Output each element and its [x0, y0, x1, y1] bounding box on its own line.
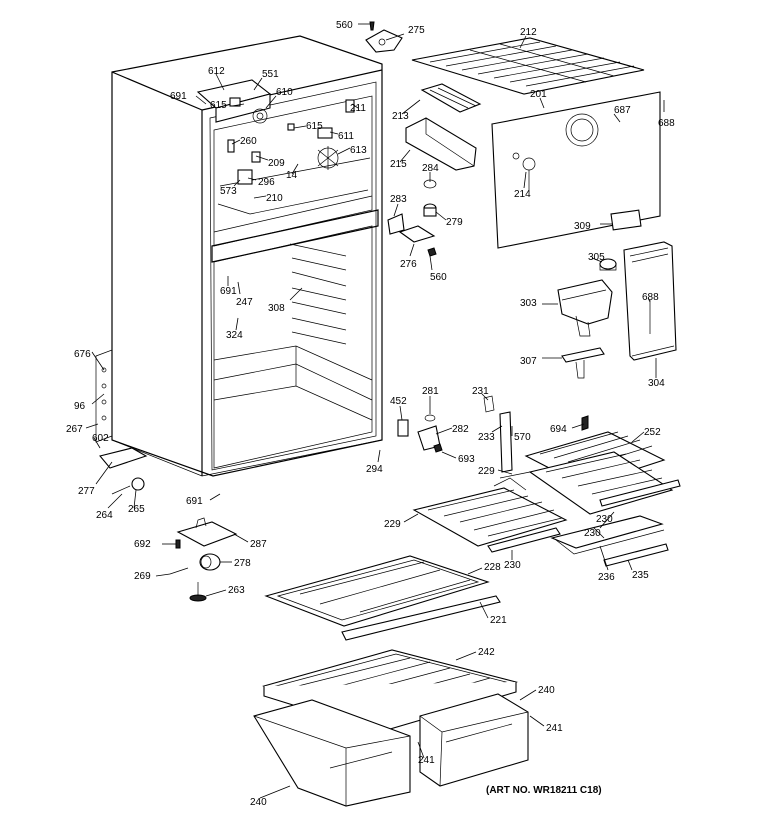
- control-knob: [599, 258, 617, 271]
- label-209: 209: [268, 158, 285, 169]
- bracket-307: [561, 347, 605, 379]
- label-615-a: 615: [210, 100, 227, 111]
- label-287: 287: [250, 539, 267, 550]
- label-276: 276: [400, 259, 417, 270]
- lower-parts: [99, 447, 238, 602]
- label-229-a: 229: [478, 466, 495, 477]
- label-611: 611: [338, 131, 354, 142]
- label-305: 305: [588, 252, 605, 263]
- label-303: 303: [520, 298, 537, 309]
- label-264: 264: [96, 510, 113, 521]
- label-229-b: 229: [384, 519, 401, 530]
- label-252: 252: [644, 427, 661, 438]
- label-214: 214: [514, 189, 531, 200]
- freezer-shelf: [411, 37, 645, 95]
- label-240-left: 240: [250, 797, 267, 808]
- label-452: 452: [390, 396, 407, 407]
- label-277: 277: [78, 486, 95, 497]
- label-296: 296: [258, 177, 275, 188]
- label-687: 687: [614, 105, 631, 116]
- label-307: 307: [520, 356, 537, 367]
- label-228: 228: [484, 562, 501, 573]
- label-324: 324: [226, 330, 243, 341]
- leader-lines: [85, 23, 665, 799]
- label-211: 211: [350, 103, 366, 114]
- rating-plate: [610, 209, 642, 231]
- label-260: 260: [240, 136, 257, 147]
- label-240-right: 240: [538, 685, 555, 696]
- label-560-top: 560: [336, 20, 353, 31]
- label-610: 610: [276, 87, 293, 98]
- label-96: 96: [74, 401, 86, 412]
- label-242: 242: [478, 647, 495, 658]
- label-213: 213: [392, 111, 409, 122]
- label-615-b: 615: [306, 121, 323, 132]
- control-housing: [557, 279, 613, 337]
- evaporator-cover: [491, 91, 661, 249]
- label-304: 304: [648, 378, 665, 389]
- label-688-top: 688: [658, 118, 675, 129]
- air-duct: [623, 241, 677, 361]
- label-265: 265: [128, 504, 145, 515]
- crisper-cover: [262, 649, 519, 733]
- part-labels: 560 275 212 612 551 691 615 610 211 201 …: [66, 20, 675, 808]
- label-267: 267: [66, 424, 83, 435]
- label-236: 236: [598, 572, 615, 583]
- top-controls: [196, 21, 403, 185]
- label-688-mid: 688: [642, 292, 659, 303]
- art-number: (ART NO. WR18211 C18): [486, 785, 602, 796]
- wire-shelves: [412, 431, 681, 567]
- label-281: 281: [422, 386, 439, 397]
- damper-parts: [387, 179, 437, 257]
- cabinet: [95, 35, 383, 477]
- mid-hardware: [397, 395, 589, 473]
- label-560-mid: 560: [430, 272, 447, 283]
- label-691-mid: 691: [220, 286, 237, 297]
- label-283: 283: [390, 194, 407, 205]
- label-212: 212: [520, 27, 537, 38]
- label-241-center: 241: [418, 755, 435, 766]
- label-692: 692: [134, 539, 151, 550]
- label-210: 210: [266, 193, 283, 204]
- label-235: 235: [632, 570, 649, 581]
- label-570: 570: [514, 432, 531, 443]
- label-613: 613: [350, 145, 367, 156]
- label-278: 278: [234, 558, 251, 569]
- label-551: 551: [262, 69, 279, 80]
- label-676: 676: [74, 349, 91, 360]
- label-294: 294: [366, 464, 383, 475]
- label-247: 247: [236, 297, 253, 308]
- glass-shelf: [264, 555, 501, 641]
- label-693: 693: [458, 454, 475, 465]
- label-275: 275: [408, 25, 425, 36]
- label-221: 221: [490, 615, 507, 626]
- label-201: 201: [530, 89, 547, 100]
- ice-tray: [420, 83, 482, 113]
- crisper-drawers: [253, 693, 529, 807]
- label-230-a: 230: [596, 514, 613, 525]
- label-230-c: 230: [504, 560, 521, 571]
- label-612: 612: [208, 66, 225, 77]
- label-694: 694: [550, 424, 567, 435]
- label-282: 282: [452, 424, 469, 435]
- label-231: 231: [472, 386, 489, 397]
- label-284: 284: [422, 163, 439, 174]
- label-233: 233: [478, 432, 495, 443]
- label-14: 14: [286, 170, 298, 181]
- label-602: 602: [92, 433, 109, 444]
- label-269: 269: [134, 571, 151, 582]
- label-691-bottom: 691: [186, 496, 203, 507]
- label-573: 573: [220, 186, 237, 197]
- label-309: 309: [574, 221, 591, 232]
- label-215: 215: [390, 159, 407, 170]
- label-230-b: 230: [584, 528, 601, 539]
- label-691-top: 691: [170, 91, 187, 102]
- label-308: 308: [268, 303, 285, 314]
- label-241-right: 241: [546, 723, 563, 734]
- label-263: 263: [228, 585, 245, 596]
- label-279: 279: [446, 217, 463, 228]
- ice-bin: [405, 117, 477, 171]
